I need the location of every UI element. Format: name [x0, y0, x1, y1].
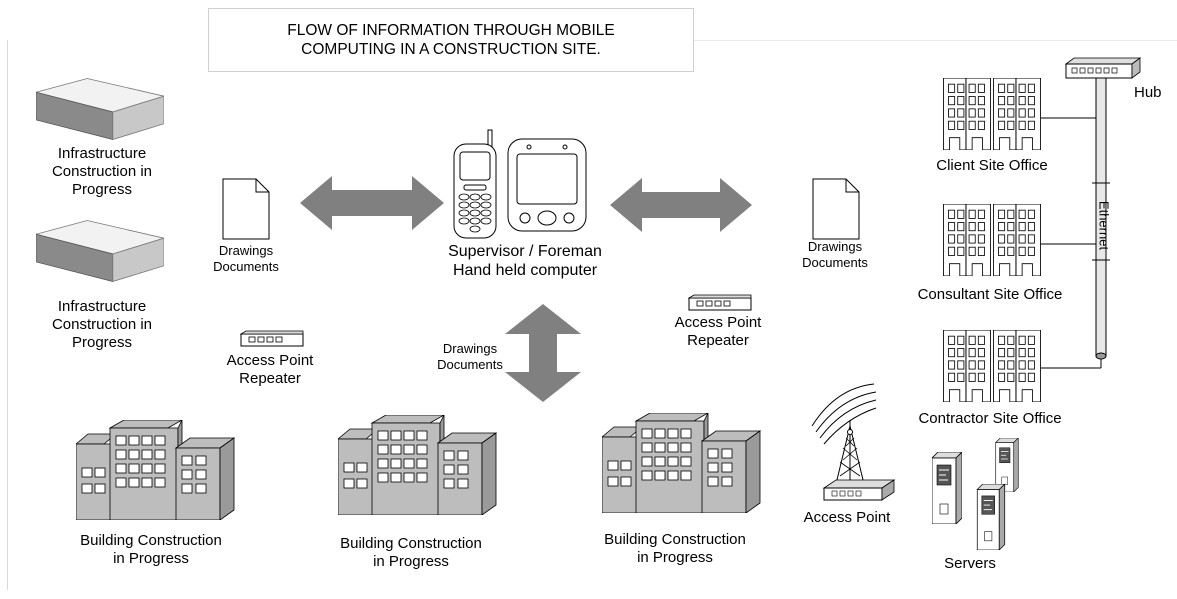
infra-1-line-2: Construction in: [51, 163, 153, 180]
documents-right-line-1: Drawings: [807, 239, 863, 254]
ethernet-label: Ethernet: [1096, 200, 1112, 251]
repeater-left-line-2: Repeater: [239, 370, 301, 387]
document-icon: [812, 178, 860, 240]
top-border-line: [692, 40, 1177, 41]
handheld-label: Supervisor / Foreman Hand held computer: [430, 242, 620, 280]
documents-center-line-2: Documents: [437, 356, 503, 372]
consultant-office-icon: [943, 204, 1041, 276]
server-icon: [976, 484, 1006, 550]
building-1-line-2: in Progress: [113, 550, 189, 567]
repeater-label-right: Access Point Repeater: [648, 314, 788, 350]
double-arrow-right-icon: [610, 178, 752, 232]
handheld-line-2: Hand held computer: [452, 262, 598, 280]
infra-2-line-3: Progress: [71, 334, 133, 351]
client-office-label: Client Site Office: [936, 157, 1048, 174]
documents-right-line-2: Documents: [802, 254, 868, 270]
infra-2-line-2: Construction in: [51, 316, 153, 333]
repeater-right-line-1: Access Point: [674, 314, 762, 331]
servers-label: Servers: [944, 555, 996, 572]
building-2-line-2: in Progress: [373, 553, 449, 570]
access-point-repeater-icon: [240, 330, 304, 347]
building-3-line-1: Building Construction: [604, 531, 746, 548]
server-icon: [932, 452, 962, 524]
title-line-1: FLOW OF INFORMATION THROUGH MOBILE: [287, 21, 615, 39]
infra-1-line-3: Progress: [71, 181, 133, 198]
left-border-line: [7, 40, 8, 590]
double-arrow-vertical-icon: [505, 304, 581, 402]
handheld-line-1: Supervisor / Foreman: [448, 243, 602, 260]
double-arrow-left-icon: [300, 176, 444, 230]
infrastructure-label-1: Infrastructure Construction in Progress: [32, 145, 172, 199]
repeater-left-line-1: Access Point: [226, 352, 314, 369]
building-label-2: Building Construction in Progress: [306, 535, 516, 571]
title-line-2: COMPUTING IN A CONSTRUCTION SITE.: [301, 41, 601, 58]
documents-left-line-2: Documents: [213, 258, 279, 274]
documents-label-left: Drawings Documents: [196, 243, 296, 274]
consultant-office-label: Consultant Site Office: [917, 286, 1063, 303]
diagram-title: FLOW OF INFORMATION THROUGH MOBILE COMPU…: [208, 8, 694, 72]
repeater-label-left: Access Point Repeater: [200, 352, 340, 388]
contractor-office-label: Contractor Site Office: [918, 410, 1062, 427]
building-1-line-1: Building Construction: [80, 532, 222, 549]
infra-1-line-1: Infrastructure: [57, 145, 147, 162]
building-icon: [76, 420, 235, 520]
infrastructure-slab-icon: [36, 78, 164, 140]
contractor-office-icon: [943, 330, 1041, 402]
infrastructure-label-2: Infrastructure Construction in Progress: [32, 298, 172, 352]
repeater-right-line-2: Repeater: [687, 332, 749, 349]
mobile-phone-icon: [453, 129, 497, 239]
building-label-1: Building Construction in Progress: [46, 532, 256, 568]
building-icon: [602, 413, 761, 513]
documents-center-line-1: Drawings: [442, 341, 498, 356]
ethernet-backbone: [1040, 77, 1110, 369]
infrastructure-slab-icon: [36, 220, 164, 282]
hub-label: Hub: [1134, 84, 1162, 101]
hub-icon: [1064, 57, 1142, 79]
documents-left-line-1: Drawings: [218, 243, 274, 258]
building-label-3: Building Construction in Progress: [570, 531, 780, 567]
infra-2-line-1: Infrastructure: [57, 298, 147, 315]
documents-label-center: Drawings Documents: [420, 341, 520, 372]
document-icon: [222, 178, 270, 240]
access-point-icon: [811, 383, 896, 501]
client-office-icon: [943, 78, 1041, 150]
building-3-line-2: in Progress: [637, 549, 713, 566]
building-2-line-1: Building Construction: [340, 535, 482, 552]
documents-label-right: Drawings Documents: [780, 239, 890, 270]
access-point-label: Access Point: [803, 509, 891, 526]
building-icon: [338, 415, 497, 515]
access-point-repeater-icon: [688, 294, 752, 311]
pda-icon: [507, 138, 587, 232]
